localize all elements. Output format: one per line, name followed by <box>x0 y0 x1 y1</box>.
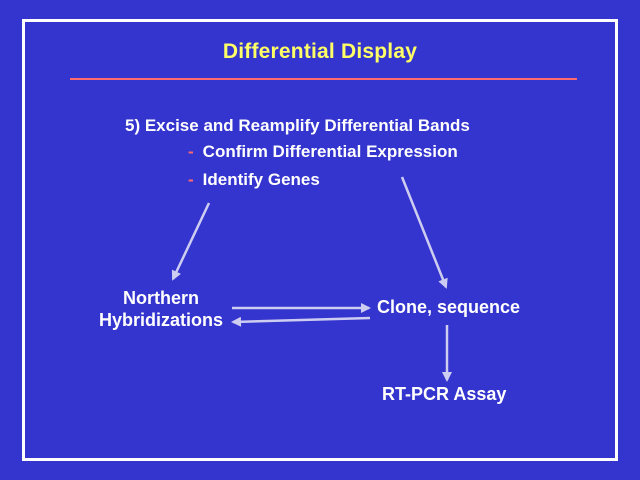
step-heading: 5) Excise and Reamplify Differential Ban… <box>125 116 470 135</box>
bullet-label: Confirm Differential Expression <box>202 142 458 161</box>
title-underline-rule <box>70 78 577 80</box>
bullet-label: Identify Genes <box>202 170 320 189</box>
bullet-dash-icon: - <box>188 142 194 161</box>
bullet-dash-icon: - <box>188 170 194 189</box>
node-rtpcr-assay: RT-PCR Assay <box>382 384 507 404</box>
slide-title: Differential Display <box>222 40 418 63</box>
node-northern-line1: Northern <box>123 288 199 308</box>
node-northern-hybridizations: Northern Hybridizations <box>61 287 261 331</box>
bullet-item: -Identify Genes <box>188 171 320 188</box>
node-clone-sequence: Clone, sequence <box>377 297 521 317</box>
bullet-item: -Confirm Differential Expression <box>188 143 458 160</box>
slide-border-frame <box>22 19 618 461</box>
node-northern-line2: Hybridizations <box>98 310 223 330</box>
